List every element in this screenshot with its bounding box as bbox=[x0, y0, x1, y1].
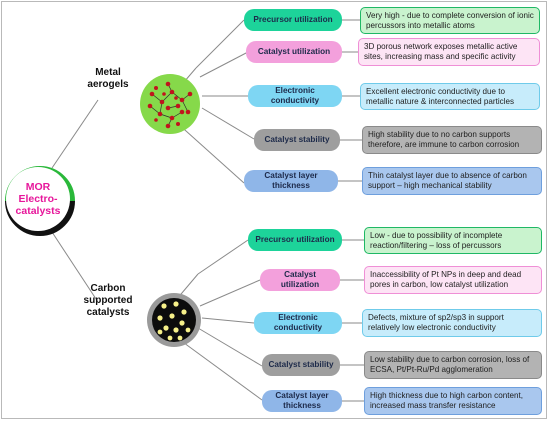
carbon-line-3 bbox=[201, 317, 255, 324]
carbon-line-1b bbox=[197, 239, 249, 275]
carbon-line-2 bbox=[199, 279, 261, 307]
metal-pill-catalyst-layer-thickness: Catalyst layer thickness bbox=[244, 170, 338, 192]
metal-desc-electronic-conductivity: Excellent electronic conductivity due to… bbox=[360, 83, 540, 110]
carbon-pill-catalyst-layer-thickness: Catalyst layer thickness bbox=[262, 390, 342, 412]
carbon-desc-catalyst-stability: Low stability due to carbon corrosion, l… bbox=[364, 351, 542, 379]
carbon-line-5 bbox=[179, 339, 263, 401]
carbon-pill-electronic-conductivity: Electronic conductivity bbox=[254, 312, 342, 334]
branch-label-carbon: Carbon supported catalysts bbox=[83, 283, 133, 318]
metal-pill-catalyst-stability: Catalyst stability bbox=[254, 129, 340, 151]
metal-desc-precursor-utilization: Very high - due to complete conversion o… bbox=[360, 7, 540, 34]
metal-aerogel-hub-icon bbox=[140, 74, 200, 134]
carbon-pill-catalyst-stability: Catalyst stability bbox=[262, 354, 340, 376]
metal-pill-electronic-conductivity: Electronic conductivity bbox=[248, 85, 342, 107]
metal-desc-catalyst-stability: High stability due to no carbon supports… bbox=[362, 126, 542, 154]
carbon-desc-catalyst-utilization: Inaccessibility of Pt NPs in deep and de… bbox=[364, 266, 542, 294]
carbon-desc-electronic-conductivity: Defects, mixture of sp2/sp3 in support r… bbox=[362, 309, 542, 337]
center-node: MOR Electro-catalysts bbox=[6, 167, 70, 231]
metal-pill-precursor-utilization: Precursor utilization bbox=[244, 9, 342, 31]
carbon-desc-catalyst-layer-thickness: High thickness due to high carbon conten… bbox=[364, 387, 542, 415]
center-label: MOR Electro-catalysts bbox=[15, 181, 61, 217]
carbon-desc-precursor-utilization: Low - due to possibility of incomplete r… bbox=[364, 227, 542, 254]
branch-label-metal: Metal aerogels bbox=[87, 67, 129, 90]
metal-line-1b bbox=[195, 19, 245, 69]
metal-line-5 bbox=[175, 121, 245, 184]
carbon-pill-catalyst-utilization: Catalyst utilization bbox=[260, 269, 340, 291]
metal-desc-catalyst-utilization: 3D porous network exposes metallic activ… bbox=[358, 38, 540, 66]
metal-line-2 bbox=[199, 51, 249, 78]
branch-line-carbon bbox=[51, 231, 99, 303]
carbon-line-4 bbox=[197, 327, 263, 367]
metal-pill-catalyst-utilization: Catalyst utilization bbox=[246, 41, 342, 63]
metal-desc-catalyst-layer-thickness: Thin catalyst layer due to absence of ca… bbox=[362, 167, 542, 195]
carbon-pill-precursor-utilization: Precursor utilization bbox=[248, 229, 342, 251]
carbon-support-hub-icon bbox=[147, 293, 201, 347]
branch-line-metal bbox=[51, 99, 99, 169]
metal-line-4 bbox=[201, 107, 255, 140]
